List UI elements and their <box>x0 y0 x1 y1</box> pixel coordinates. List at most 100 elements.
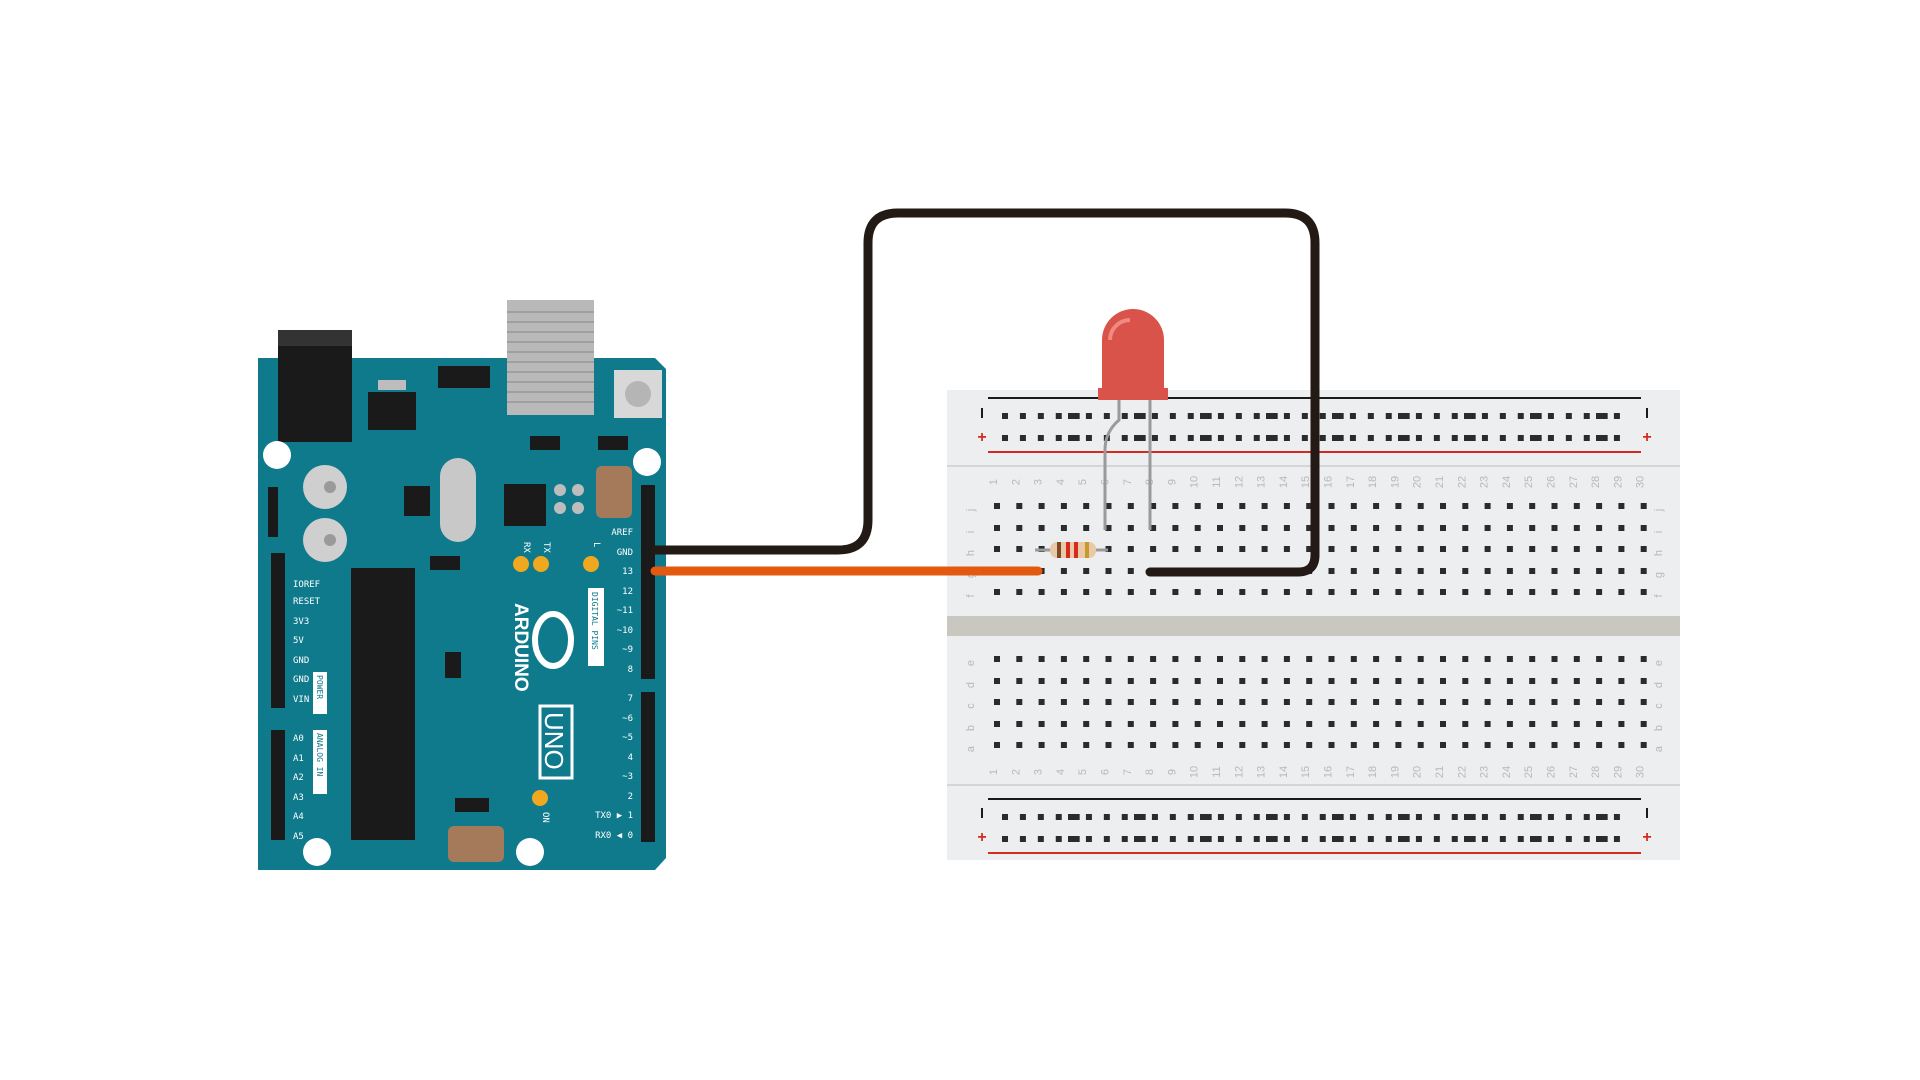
breadboard-hole[interactable] <box>1350 721 1357 727</box>
breadboard-hole[interactable] <box>1640 678 1647 684</box>
breadboard-hole[interactable] <box>1306 699 1313 705</box>
breadboard-hole[interactable] <box>1261 721 1268 727</box>
breadboard-hole[interactable] <box>1283 721 1290 727</box>
breadboard-hole[interactable] <box>994 503 1000 509</box>
breadboard-hole[interactable] <box>1205 435 1212 441</box>
breadboard-hole[interactable] <box>1484 678 1491 684</box>
breadboard-hole[interactable] <box>1139 814 1146 820</box>
breadboard-hole[interactable] <box>1337 413 1344 419</box>
breadboard-hole[interactable] <box>1306 742 1313 748</box>
breadboard-hole[interactable] <box>1506 656 1513 662</box>
breadboard-hole[interactable] <box>1019 413 1026 419</box>
breadboard-hole[interactable] <box>1451 814 1458 820</box>
breadboard-hole[interactable] <box>1073 435 1080 441</box>
breadboard-hole[interactable] <box>1301 435 1308 441</box>
breadboard-hole[interactable] <box>1200 435 1206 441</box>
breadboard-hole[interactable] <box>1283 678 1290 684</box>
breadboard-hole[interactable] <box>1121 413 1128 419</box>
breadboard-hole[interactable] <box>1367 836 1374 842</box>
breadboard-hole[interactable] <box>1417 699 1424 705</box>
breadboard-hole[interactable] <box>1172 699 1179 705</box>
breadboard-hole[interactable] <box>1451 435 1458 441</box>
breadboard-hole[interactable] <box>1187 814 1194 820</box>
breadboard-hole[interactable] <box>1350 589 1357 595</box>
breadboard-hole[interactable] <box>1169 814 1176 820</box>
breadboard-hole[interactable] <box>1506 742 1513 748</box>
breadboard-hole[interactable] <box>1613 814 1620 820</box>
breadboard-hole[interactable] <box>1328 589 1335 595</box>
breadboard-hole[interactable] <box>1261 742 1268 748</box>
breadboard-hole[interactable] <box>1506 503 1513 509</box>
breadboard-hole[interactable] <box>1395 503 1402 509</box>
breadboard-hole[interactable] <box>1150 546 1157 552</box>
breadboard-hole[interactable] <box>1083 589 1090 595</box>
breadboard-hole[interactable] <box>1551 721 1558 727</box>
breadboard-hole[interactable] <box>1640 568 1647 574</box>
breadboard-hole[interactable] <box>1565 836 1572 842</box>
breadboard-hole[interactable] <box>1395 525 1402 531</box>
breadboard-hole[interactable] <box>1573 742 1580 748</box>
breadboard-hole[interactable] <box>1462 721 1469 727</box>
breadboard-hole[interactable] <box>1105 699 1112 705</box>
breadboard-hole[interactable] <box>1350 699 1357 705</box>
breadboard-hole[interactable] <box>1517 814 1524 820</box>
breadboard-hole[interactable] <box>1385 814 1392 820</box>
breadboard-hole[interactable] <box>1060 678 1067 684</box>
breadboard-hole[interactable] <box>994 656 1000 662</box>
breadboard-hole[interactable] <box>1060 503 1067 509</box>
breadboard-hole[interactable] <box>1373 699 1380 705</box>
breadboard-hole[interactable] <box>1073 814 1080 820</box>
breadboard-hole[interactable] <box>1283 546 1290 552</box>
breadboard-hole[interactable] <box>1596 589 1603 595</box>
breadboard-hole[interactable] <box>1085 836 1092 842</box>
breadboard-hole[interactable] <box>1194 699 1201 705</box>
breadboard-hole[interactable] <box>1283 525 1290 531</box>
breadboard-hole[interactable] <box>1565 435 1572 441</box>
breadboard-hole[interactable] <box>1462 656 1469 662</box>
breadboard-hole[interactable] <box>1127 546 1134 552</box>
breadboard-hole[interactable] <box>1373 525 1380 531</box>
breadboard-hole[interactable] <box>1151 814 1158 820</box>
breadboard-hole[interactable] <box>1139 836 1146 842</box>
breadboard-hole[interactable] <box>1395 678 1402 684</box>
breadboard-hole[interactable] <box>1060 589 1067 595</box>
breadboard-hole[interactable] <box>1529 525 1536 531</box>
breadboard-hole[interactable] <box>1283 836 1290 842</box>
breadboard-hole[interactable] <box>1535 435 1542 441</box>
breadboard-hole[interactable] <box>1618 568 1625 574</box>
breadboard-hole[interactable] <box>1217 525 1223 531</box>
breadboard-hole[interactable] <box>1127 568 1134 574</box>
breadboard-hole[interactable] <box>1187 435 1194 441</box>
breadboard-hole[interactable] <box>1415 836 1422 842</box>
breadboard-hole[interactable] <box>1385 836 1392 842</box>
breadboard-hole[interactable] <box>1151 435 1158 441</box>
breadboard-hole[interactable] <box>1551 678 1558 684</box>
breadboard-hole[interactable] <box>1217 435 1224 441</box>
breadboard-hole[interactable] <box>1433 435 1440 441</box>
breadboard-hole[interactable] <box>1085 413 1092 419</box>
breadboard-hole[interactable] <box>1319 836 1326 842</box>
breadboard-hole[interactable] <box>1261 525 1268 531</box>
breadboard-hole[interactable] <box>1083 742 1090 748</box>
breadboard-hole[interactable] <box>1172 589 1179 595</box>
breadboard-hole[interactable] <box>1105 742 1112 748</box>
breadboard-hole[interactable] <box>1016 721 1023 727</box>
breadboard-hole[interactable] <box>1481 435 1488 441</box>
breadboard-hole[interactable] <box>994 678 1000 684</box>
breadboard-hole[interactable] <box>1551 568 1558 574</box>
breadboard-hole[interactable] <box>1481 836 1488 842</box>
breadboard-hole[interactable] <box>1085 435 1092 441</box>
breadboard-hole[interactable] <box>1640 503 1647 509</box>
breadboard-hole[interactable] <box>1417 568 1424 574</box>
breadboard-hole[interactable] <box>1367 435 1374 441</box>
breadboard-hole[interactable] <box>1306 503 1313 509</box>
breadboard-hole[interactable] <box>1337 814 1344 820</box>
breadboard-hole[interactable] <box>1217 678 1223 684</box>
breadboard-hole[interactable] <box>1328 503 1335 509</box>
breadboard-hole[interactable] <box>1134 413 1140 419</box>
breadboard-hole[interactable] <box>1083 525 1090 531</box>
breadboard-hole[interactable] <box>1239 678 1246 684</box>
breadboard-hole[interactable] <box>1596 546 1603 552</box>
breadboard-hole[interactable] <box>1469 413 1476 419</box>
breadboard-hole[interactable] <box>1640 699 1647 705</box>
